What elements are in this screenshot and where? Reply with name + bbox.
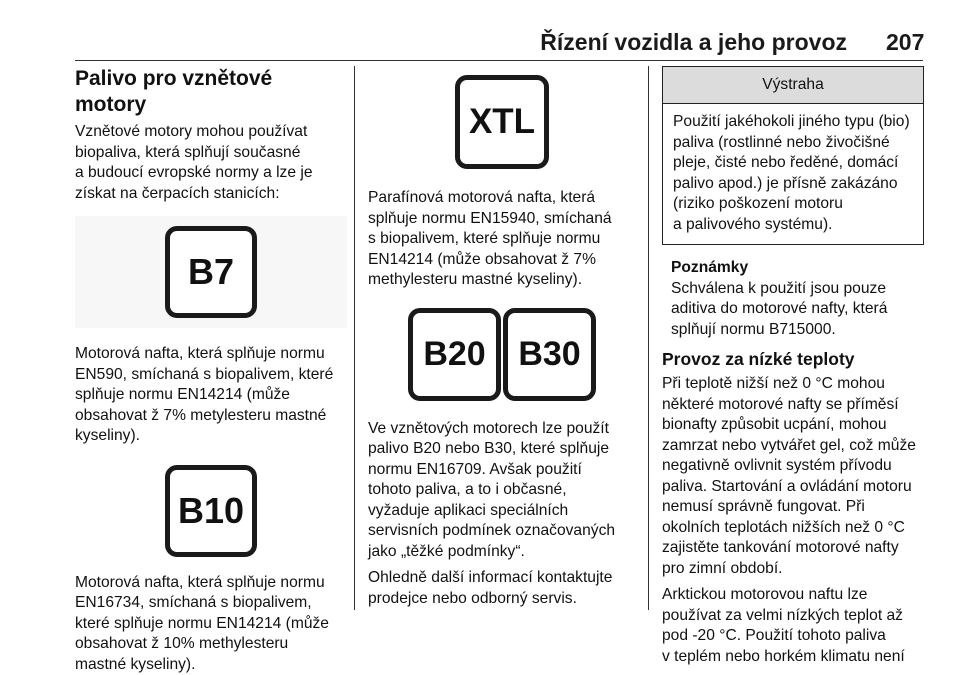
xtl-description: Parafínová motorová nafta, která splňuje… [368, 188, 636, 291]
section-title: Palivo pro vznětové motory [75, 66, 347, 118]
b7-label-image: B7 [75, 216, 347, 328]
note-title: Poznámky [671, 258, 924, 279]
page-number: 207 [886, 29, 924, 56]
b7-description: Motorová nafta, která splňuje normu EN59… [75, 344, 347, 447]
column-right: Výstraha Použití jakéhokoli jiného typu … [662, 66, 924, 667]
header-rule [75, 60, 923, 61]
warning-box: Výstraha Použití jakéhokoli jiného typu … [662, 66, 924, 245]
xtl-label-image: XTL [368, 72, 636, 172]
cold-operation-paragraph-2: Arktickou motorovou naftu lze používat z… [662, 585, 924, 667]
column-left: Palivo pro vznětové motory Vznětové moto… [75, 66, 347, 675]
column-divider-2 [648, 66, 649, 610]
b10-label-image: B10 [75, 463, 347, 559]
contact-paragraph: Ohledně další informací kontaktujte prod… [368, 568, 636, 609]
intro-paragraph: Vznětové motory mohou používat biopaliva… [75, 122, 347, 204]
b30-fuel-label: B30 [503, 308, 596, 401]
xtl-fuel-label: XTL [455, 75, 549, 169]
note-text: Schválena k použití jsou pouze aditiva d… [671, 279, 924, 341]
warning-title: Výstraha [663, 67, 923, 104]
b10-description: Motorová nafta, která splňuje normu EN16… [75, 573, 347, 675]
column-middle: XTL Parafínová motorová nafta, která spl… [368, 66, 636, 609]
b10-fuel-label: B10 [165, 465, 257, 557]
b20-b30-label-image: B20 B30 [368, 307, 636, 403]
warning-text: Použití jakéhokoli jiného typu (bio) pal… [673, 112, 913, 235]
b7-fuel-label: B7 [165, 226, 257, 318]
note-block: Poznámky Schválena k použití jsou pouze … [662, 258, 924, 340]
b20-b30-description: Ve vznětových motorech lze použít palivo… [368, 419, 636, 563]
b20-fuel-label: B20 [408, 308, 501, 401]
column-divider-1 [354, 66, 355, 610]
cold-operation-title: Provoz za nízké teploty [662, 348, 924, 370]
running-header: Řízení vozidla a jeho provoz [540, 29, 847, 56]
cold-operation-paragraph-1: Při teplotě nižší než 0 °C mohou některé… [662, 374, 924, 579]
